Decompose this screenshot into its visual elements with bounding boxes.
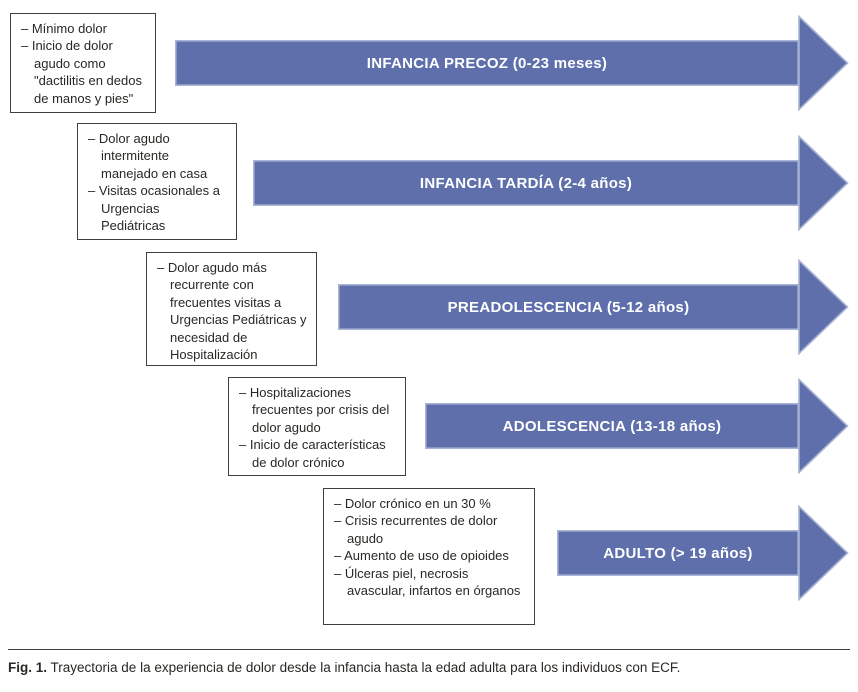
info-box-infancia-precoz: – Mínimo dolor – Inicio de dolor agudo c… [10, 13, 156, 113]
bullet-item: – Inicio de características de dolor cró… [239, 437, 386, 470]
stage-label: INFANCIA PRECOZ (0-23 meses) [366, 54, 608, 72]
right-arrow-icon [425, 378, 849, 474]
right-arrow-icon [338, 259, 849, 355]
bullet-item: – Dolor agudo intermitente manejado en c… [88, 131, 208, 181]
stage-label: ADULTO (> 19 años) [603, 544, 753, 562]
bullet-item: – Visitas ocasionales a Urgencias Pediát… [88, 183, 221, 234]
bullet-item: – Hospitalizaciones frecuentes por crisi… [239, 385, 390, 435]
bullet-item: – Crisis recurrentes de dolor agudo [334, 513, 498, 546]
bullet-item: – Aumento de uso de opioides [334, 548, 509, 564]
stage-arrow-infancia-precoz: INFANCIA PRECOZ (0-23 meses) [175, 15, 849, 111]
right-arrow-icon [557, 505, 849, 601]
bullet-item: – Dolor agudo más recurrente con frecuen… [157, 260, 307, 363]
figure-caption-text: Trayectoria de la experiencia de dolor d… [50, 660, 681, 675]
stage-label: PREADOLESCENCIA (5-12 años) [447, 298, 690, 316]
right-arrow-icon [175, 15, 849, 111]
figure-caption: Fig. 1. Trayectoria de la experiencia de… [8, 649, 850, 676]
right-arrow-icon [253, 135, 849, 231]
stage-arrow-preadolescencia: PREADOLESCENCIA (5-12 años) [338, 259, 849, 355]
info-box-infancia-tardia: – Dolor agudo intermitente manejado en c… [77, 123, 237, 240]
stage-arrow-infancia-tardia: INFANCIA TARDÍA (2-4 años) [253, 135, 849, 231]
stage-label: ADOLESCENCIA (13-18 años) [502, 417, 722, 435]
info-box-preadolescencia: – Dolor agudo más recurrente con frecuen… [146, 252, 317, 366]
bullet-item: – Dolor crónico en un 30 % [334, 496, 491, 511]
stage-arrow-adolescencia: ADOLESCENCIA (13-18 años) [425, 378, 849, 474]
bullet-item: – Mínimo dolor [21, 21, 107, 36]
stage-arrow-adulto: ADULTO (> 19 años) [557, 505, 849, 601]
stage-label: INFANCIA TARDÍA (2-4 años) [419, 174, 633, 192]
bullet-item: – Úlceras piel, necrosis avascular, infa… [334, 565, 521, 599]
info-box-adulto: – Dolor crónico en un 30 % – Crisis recu… [323, 488, 535, 625]
bullet-item: – Inicio de dolor agudo como "dactilitis… [21, 38, 142, 106]
info-box-adolescencia: – Hospitalizaciones frecuentes por crisi… [228, 377, 406, 476]
figure-number: Fig. 1. [8, 660, 48, 675]
